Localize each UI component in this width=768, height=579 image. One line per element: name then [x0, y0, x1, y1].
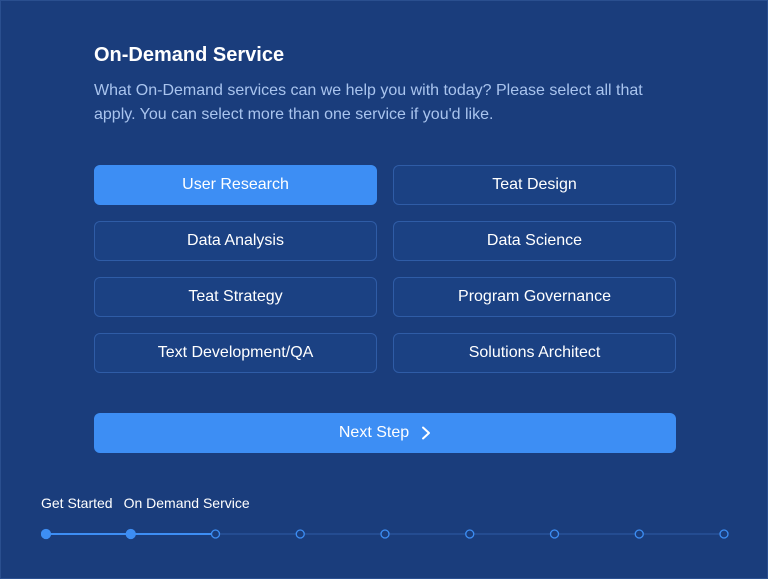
stepper-dot[interactable]: [465, 529, 475, 539]
option-teat-strategy[interactable]: Teat Strategy: [94, 277, 377, 317]
option-text-development-qa[interactable]: Text Development/QA: [94, 333, 377, 373]
stepper-dot[interactable]: [295, 529, 305, 539]
stepper-labels: Get Started On Demand Service: [41, 495, 261, 511]
stepper-dot[interactable]: [719, 529, 729, 539]
stepper-progress: [41, 528, 729, 540]
stepper-dot[interactable]: [210, 529, 221, 539]
next-step-label: Next Step: [338, 424, 410, 441]
option-data-science[interactable]: Data Science: [393, 221, 676, 261]
option-solutions-architect[interactable]: Solutions Architect: [393, 333, 676, 373]
stepper-dot[interactable]: [549, 529, 560, 539]
stepper-dot[interactable]: [125, 528, 136, 540]
stepper-dot[interactable]: [41, 528, 52, 540]
option-data-analysis[interactable]: Data Analysis: [94, 221, 377, 261]
option-user-research[interactable]: User Research: [94, 165, 377, 205]
next-step-button[interactable]: Next Step: [94, 413, 676, 453]
step-label-on-demand-service: On Demand Service: [123, 495, 250, 511]
step-label-get-started: Get Started: [41, 495, 113, 511]
stepper-dot[interactable]: [634, 529, 644, 539]
chevron-right-icon: [421, 426, 431, 440]
service-options-grid: User Research Teat Design Data Analysis …: [94, 165, 676, 373]
option-teat-design[interactable]: Teat Design: [393, 165, 676, 205]
page-description: What On-Demand services can we help you …: [94, 82, 643, 123]
page-title: On-Demand Service: [94, 44, 285, 66]
stepper-dot[interactable]: [380, 529, 390, 539]
option-program-governance[interactable]: Program Governance: [393, 277, 676, 317]
